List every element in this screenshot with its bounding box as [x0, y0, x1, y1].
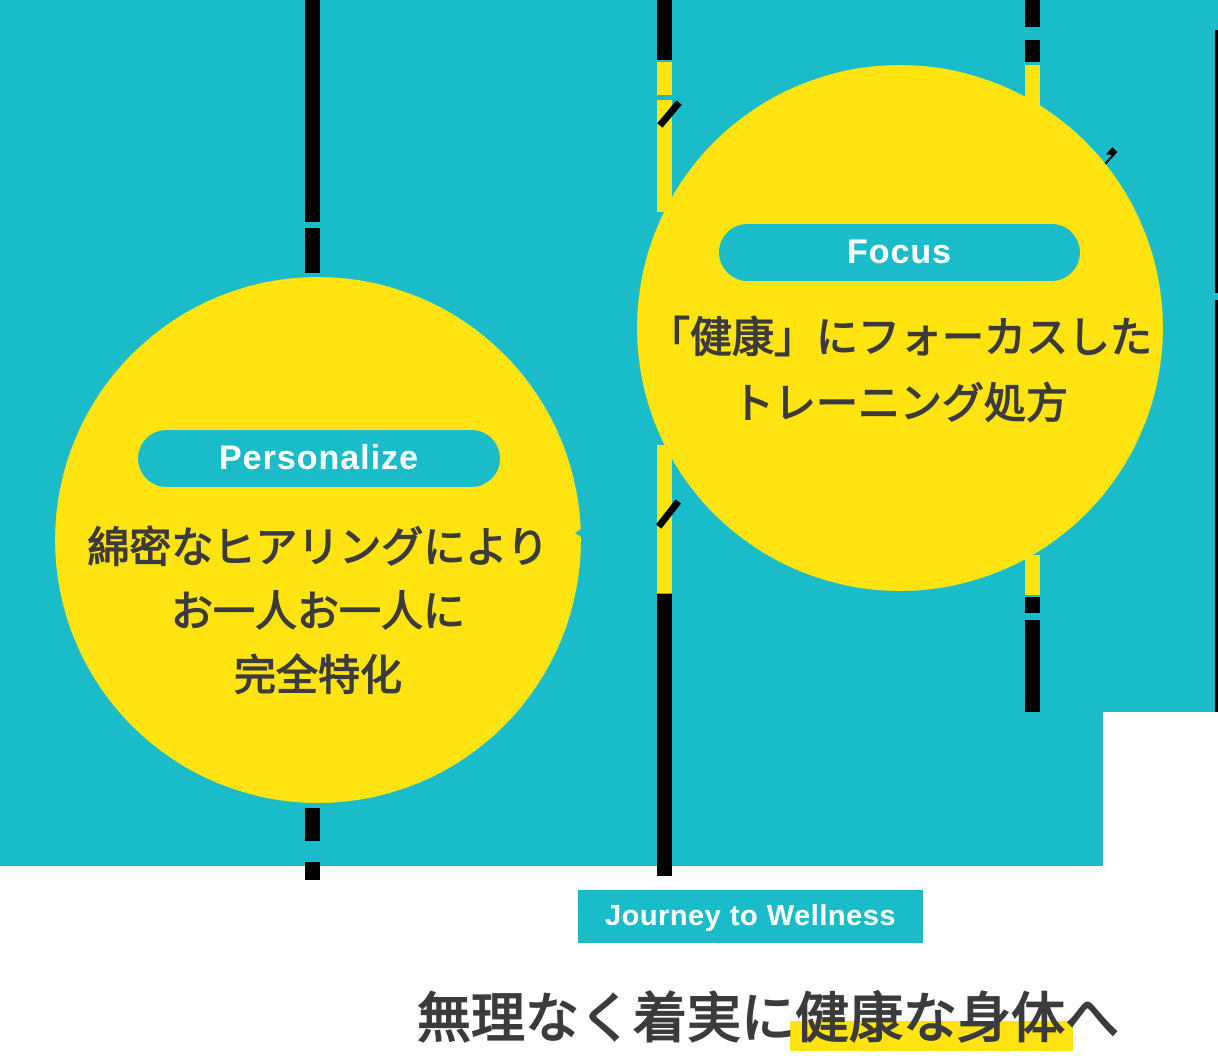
dashed-line-left-segment — [305, 808, 320, 841]
circle-edge-notch — [575, 521, 593, 545]
focus-circle — [637, 65, 1163, 591]
dashed-line-right-segment — [1025, 597, 1040, 613]
dashed-line-middle-segment-yellow — [657, 62, 672, 95]
focus-pill-label: Focus — [719, 224, 1080, 281]
personalize-line-1: 綿密なヒアリングにより — [87, 524, 549, 571]
dashed-line-left-segment — [305, 0, 320, 222]
dashed-line-right-segment — [1025, 40, 1040, 62]
dashed-line-middle-segment — [657, 0, 672, 60]
focus-description: 「健康」にフォーカスした トレーニング処方 — [637, 305, 1163, 437]
focus-line-2: トレーニング処方 — [731, 380, 1068, 427]
personalize-description: 綿密なヒアリングにより お一人お一人に 完全特化 — [55, 516, 581, 708]
personalize-pill-text: Personalize — [219, 439, 419, 477]
personalize-circle — [55, 277, 581, 803]
heading-yellow-highlight — [790, 1021, 1073, 1051]
dashed-line-right-segment — [1025, 0, 1040, 27]
journey-to-wellness-badge-text: Journey to Wellness — [605, 900, 896, 932]
dashed-line-left-segment — [305, 862, 320, 880]
personalize-line-2: お一人お一人に — [170, 588, 465, 635]
dashed-line-middle-segment-yellow — [657, 100, 672, 212]
focus-pill-text: Focus — [846, 233, 953, 271]
personalize-line-3: 完全特化 — [233, 652, 402, 699]
dashed-line-middle-segment — [657, 594, 672, 876]
dashed-line-left-segment — [305, 228, 320, 273]
focus-line-1: 「健康」にフォーカスした — [647, 314, 1152, 361]
journey-to-wellness-badge: Journey to Wellness — [578, 890, 923, 943]
dashed-line-edge-segment — [1215, 300, 1218, 712]
dashed-line-edge-segment — [1215, 30, 1218, 293]
dashed-line-right-segment-yellow — [1025, 555, 1040, 595]
personalize-pill-label: Personalize — [138, 430, 500, 487]
dashed-line-right-segment — [1025, 620, 1040, 712]
dashed-line-right-segment-yellow — [1025, 65, 1040, 105]
section-heading: 無理なく着実に健康な身体へ — [417, 989, 1119, 1049]
